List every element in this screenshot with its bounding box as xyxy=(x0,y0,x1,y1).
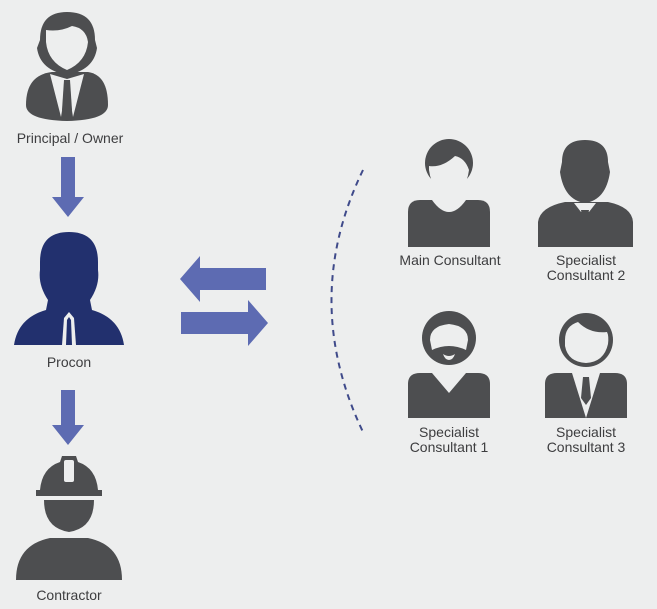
businessman-icon xyxy=(26,12,108,121)
consultant-label-line2: Consultant 1 xyxy=(409,439,489,455)
procon-label: Procon xyxy=(46,354,92,370)
consultant-label-line1: Specialist xyxy=(556,252,616,268)
consultant-label: Specialist Consultant 1 xyxy=(410,425,489,455)
bearded-man-icon xyxy=(408,311,490,418)
consultant-label-line1: Main Consultant xyxy=(399,252,501,268)
consultant-label: Specialist Consultant 2 xyxy=(547,253,626,283)
woman-icon xyxy=(408,139,490,247)
contractor-label: Contractor xyxy=(36,587,102,603)
consultant-label-line2: Consultant 3 xyxy=(546,439,626,455)
man-suit-icon xyxy=(538,140,633,247)
exchange-arrows-icon xyxy=(180,256,268,346)
consultant-label: Main Consultant xyxy=(399,253,500,268)
person-silhouette-icon xyxy=(14,232,124,345)
hard-hat-worker-icon xyxy=(16,456,122,580)
dashed-boundary-arc xyxy=(330,169,364,433)
arrow-down-icon xyxy=(52,157,84,217)
consultant-label-line1: Specialist xyxy=(556,424,616,440)
arrow-down-icon xyxy=(52,390,84,445)
consultant-label-line2: Consultant 2 xyxy=(546,267,626,283)
man-tie-icon xyxy=(545,313,627,418)
consultant-label-line1: Specialist xyxy=(419,424,479,440)
owner-label: Principal / Owner xyxy=(16,130,124,146)
consultant-label: Specialist Consultant 3 xyxy=(547,425,626,455)
